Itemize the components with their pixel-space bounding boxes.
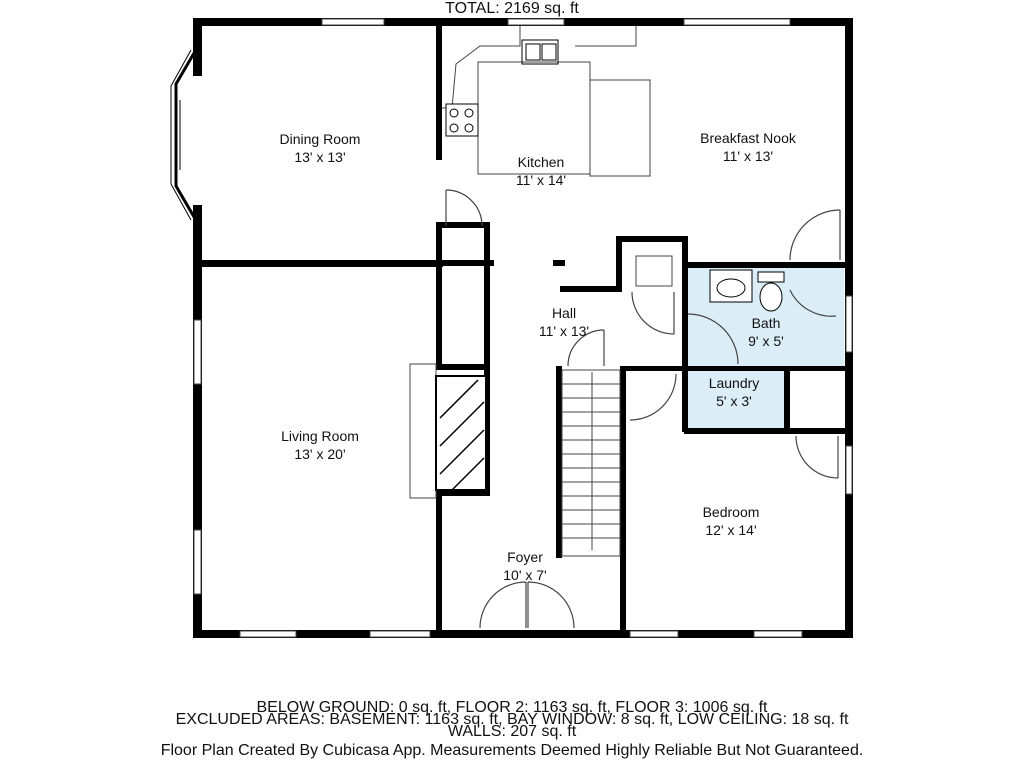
breakfast-nook-name: Breakfast Nook: [700, 130, 797, 146]
hall-size: 11' x 13': [539, 323, 589, 339]
below-ground-area: BELOW GROUND: 0 sq. ft, FLOOR 2: 1163 sq…: [256, 699, 768, 716]
stove-icon: [445, 103, 479, 137]
laundry-name: Laundry: [709, 375, 760, 391]
laundry-floor: [684, 370, 784, 428]
walls-area: WALLS: 207 sq. ft: [447, 723, 577, 740]
kitchen-size: 11' x 14': [516, 172, 566, 188]
breakfast-nook-size: 11' x 13': [723, 148, 773, 164]
bath-size: 9' x 5': [748, 333, 784, 349]
living-room-size: 13' x 20': [294, 446, 345, 462]
stairs: [561, 369, 621, 557]
total-area: TOTAL: 2169 sq. ft: [445, 0, 579, 17]
credit-note: Floor Plan Created By Cubicasa App. Meas…: [160, 742, 864, 759]
fireplace: [409, 363, 487, 499]
foyer-name: Foyer: [507, 549, 543, 565]
bath-fixtures: [709, 269, 785, 312]
kitchen-name: Kitchen: [518, 154, 565, 170]
bedroom-name: Bedroom: [703, 504, 760, 520]
foyer-size: 10' x 7': [503, 567, 546, 583]
dining-room-name: Dining Room: [280, 131, 361, 147]
laundry-size: 5' x 3': [716, 393, 752, 409]
closet: [635, 255, 673, 287]
living-room-name: Living Room: [281, 428, 359, 444]
bath-name: Bath: [752, 315, 781, 331]
bedroom-size: 12' x 14': [705, 522, 756, 538]
sink-icon: [521, 39, 559, 65]
floor-plan: Dining Room 13' x 13' Kitchen 11' x 14' …: [170, 18, 853, 638]
dining-room-size: 13' x 13': [294, 149, 345, 165]
hall-name: Hall: [552, 305, 576, 321]
doors: [445, 189, 841, 629]
excluded-areas: EXCLUDED AREAS: BASEMENT: 1163 sq. ft, B…: [175, 711, 849, 728]
windows: [193, 18, 853, 638]
bay-window: [170, 47, 199, 223]
